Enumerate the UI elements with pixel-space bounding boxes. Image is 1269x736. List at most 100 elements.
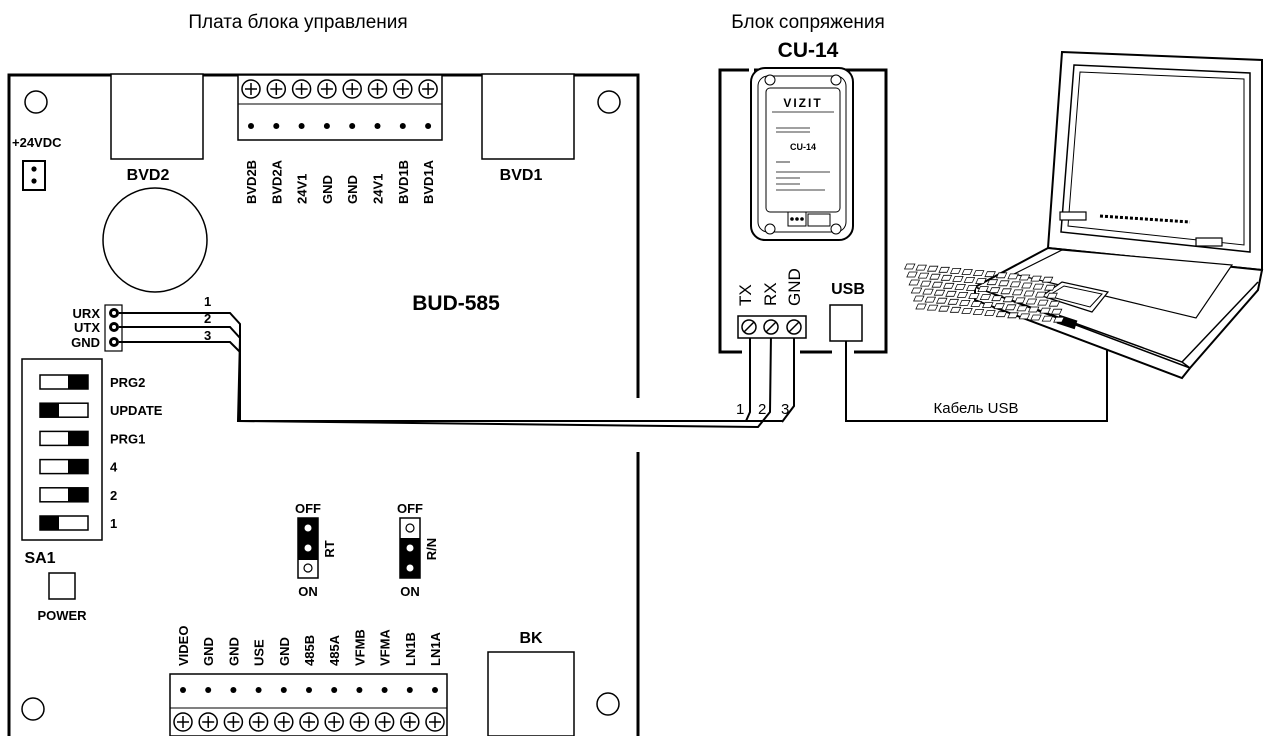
wire-3: [119, 341, 241, 353]
mounting-hole-top-left: [24, 90, 48, 114]
board-model-label: BUD-585: [412, 292, 500, 315]
bvd1-label: BVD1: [500, 167, 543, 184]
cu14-rx-label: RX: [761, 282, 780, 306]
bk-connector: [487, 651, 575, 736]
jumper-rt: [297, 517, 319, 579]
control-board: [7, 73, 640, 736]
bottom-terminal-screw-icon: [349, 687, 370, 732]
bottom-terminal-label: VFMA: [378, 629, 393, 666]
laptop-icon: [974, 50, 1264, 380]
top-terminal-screw-icon: [317, 79, 337, 129]
power-led: [48, 572, 76, 600]
dip-switch-position: [39, 374, 89, 390]
cu14-device-model: CU-14: [790, 142, 816, 152]
bottom-terminal-label: LN1B: [403, 632, 418, 666]
bottom-terminal-label: USE: [252, 639, 267, 666]
top-terminal-label: 24V1: [295, 174, 310, 204]
dip-switch-position: [39, 515, 89, 531]
dip-switch-position: [39, 458, 89, 475]
dip-switch-label: UPDATE: [110, 403, 163, 418]
bottom-terminal-label: GND: [226, 637, 241, 666]
top-terminal-label: BVD1A: [421, 159, 436, 204]
cu-wire-2-number: 2: [758, 401, 766, 418]
top-terminal-screw-icon: [241, 79, 261, 129]
cu-wire-3-number: 3: [781, 401, 789, 418]
bottom-terminal-label: GND: [277, 637, 292, 666]
bottom-terminal-screw-icon: [374, 687, 395, 732]
cu14-usb-port: [829, 304, 863, 342]
top-terminal-screw-icon: [291, 79, 312, 129]
control-board-caption: Плата блока управления: [188, 12, 407, 33]
bottom-terminal-label: 485B: [302, 635, 317, 666]
cu-wire-1-number: 1: [736, 401, 744, 418]
bvd2-connector: [110, 73, 204, 160]
uart-wire-3-number: 3: [204, 328, 211, 343]
uart-pin-gnd: GND: [71, 335, 100, 350]
dip-switch-name: SA1: [24, 550, 55, 567]
jumper-rt-label: RT: [322, 540, 337, 557]
interface-model-caption: CU-14: [778, 39, 839, 62]
uart-wire-1-number: 1: [204, 294, 211, 309]
uart-wires: [119, 312, 795, 429]
mounting-hole-bottom-right: [596, 692, 620, 716]
bvd2-label: BVD2: [127, 167, 170, 184]
dip-switch-label: 2: [110, 488, 117, 503]
bottom-terminal-screw-icon: [299, 687, 319, 732]
usb-cable: [845, 341, 1108, 422]
top-terminal-label: GND: [345, 175, 360, 204]
top-terminal-screw-icon: [342, 79, 362, 129]
uart-header: [104, 304, 123, 352]
bottom-terminal-screw-icon: [198, 687, 218, 732]
bvd1-connector: [481, 73, 575, 160]
jumper-rn-on-label: ON: [400, 584, 420, 599]
cu14-tx-label: TX: [736, 284, 755, 306]
top-terminal-label: BVD2A: [269, 159, 284, 204]
cu14-device: VIZIT CU-14: [750, 67, 854, 241]
jumper-rt-off-label: OFF: [295, 501, 321, 516]
dip-switch-label: PRG2: [110, 375, 145, 390]
bottom-terminal-label: VFMB: [352, 629, 367, 666]
uart-pin-utx: UTX: [74, 320, 100, 335]
top-terminal-screw-icon: [367, 79, 388, 129]
top-terminal-label: BVD1B: [396, 160, 411, 204]
bottom-terminal-screw-icon: [425, 687, 445, 732]
wire-1: [119, 312, 751, 422]
wire-2: [119, 326, 772, 429]
bottom-terminal-screw-icon: [274, 687, 294, 732]
mounting-hole-bottom-left: [21, 697, 45, 721]
jumper-rn-off-label: OFF: [397, 501, 423, 516]
cu14-brand: VIZIT: [783, 96, 822, 110]
bottom-terminal-label: LN1A: [428, 631, 443, 666]
cu14-usb-label: USB: [831, 281, 865, 298]
bottom-terminal-screw-icon: [248, 687, 269, 732]
bottom-terminal-screws: [173, 687, 445, 732]
top-terminal-label: GND: [320, 175, 335, 204]
bottom-terminal-screw-icon: [324, 687, 344, 732]
interface-unit-caption: Блок сопряжения: [731, 12, 885, 33]
bk-label: BK: [519, 630, 543, 647]
power-input-connector: [22, 160, 46, 191]
usb-cable-label: Кабель USB: [934, 400, 1019, 417]
jumper-rt-on-label: ON: [298, 584, 318, 599]
jumper-rn-label: R/N: [424, 538, 439, 560]
laptop-keyboard-icon: [903, 263, 1065, 323]
dip-switch-position: [39, 402, 89, 418]
top-terminal-label: 24V1: [371, 174, 386, 204]
dip-switch-label: 4: [110, 460, 118, 475]
power-led-label: POWER: [37, 608, 87, 623]
bottom-terminal-screw-icon: [173, 687, 193, 732]
bottom-terminal-label: GND: [201, 637, 216, 666]
top-terminal-screw-icon: [418, 79, 438, 129]
bottom-terminal-screw-icon: [223, 687, 244, 732]
mounting-hole-top-right: [597, 90, 621, 114]
bottom-terminal-screw-icon: [400, 687, 420, 732]
top-terminal-screw-icon: [266, 79, 287, 129]
bottom-terminal-label: 485A: [327, 634, 342, 666]
top-terminal-label: BVD2B: [244, 160, 259, 204]
dip-switch-label: PRG1: [110, 431, 145, 446]
cu14-terminal-block: [737, 315, 807, 339]
uart-wire-2-number: 2: [204, 311, 211, 326]
